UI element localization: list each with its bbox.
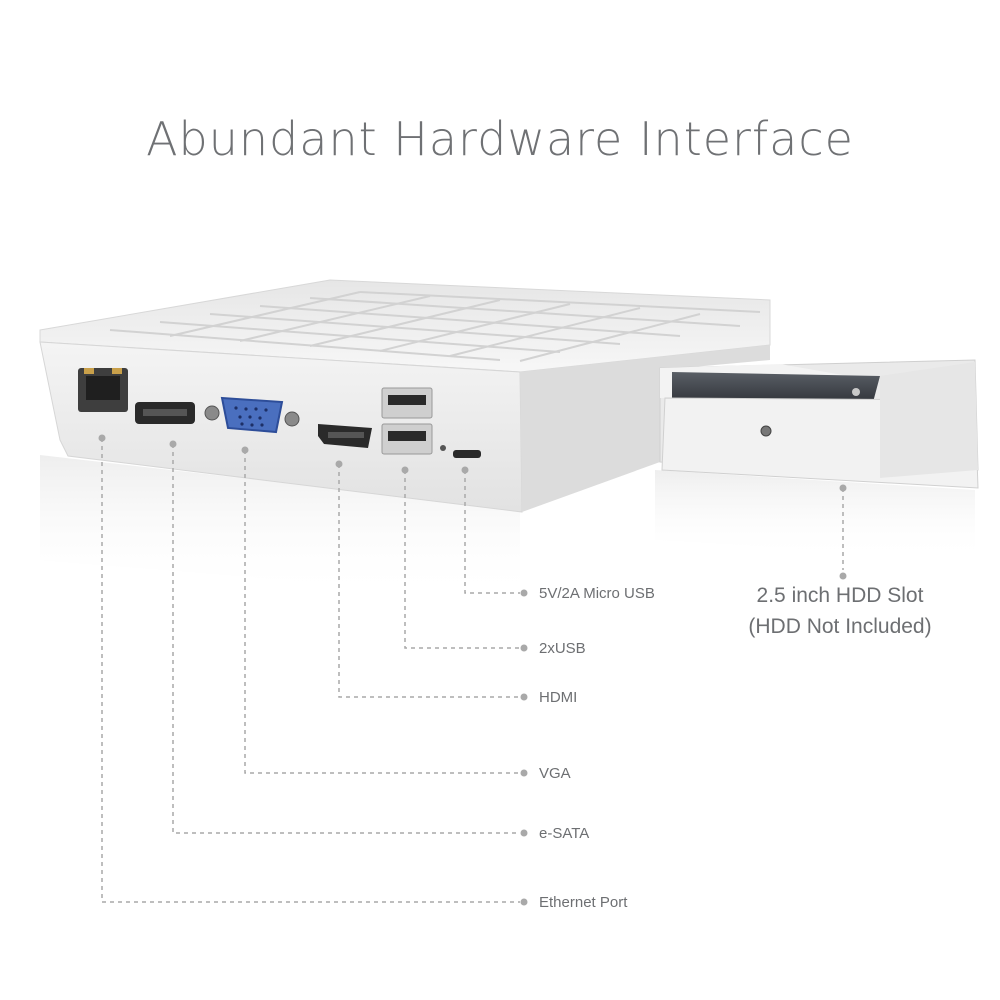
- callout-micro-usb: 5V/2A Micro USB: [539, 585, 655, 602]
- device-reflection: [40, 455, 520, 600]
- device-front: [39, 341, 523, 513]
- ethernet-port: [78, 368, 128, 412]
- leader-esata: [172, 444, 520, 834]
- esata-port: [135, 402, 195, 424]
- page-title: Abundant Hardware Interface: [146, 112, 854, 166]
- drawer-reflection: [655, 470, 975, 560]
- callout-esata: e-SATA: [539, 825, 590, 842]
- callout-usb: 2xUSB: [539, 640, 586, 657]
- callout-hdd-slot: 2.5 inch HDD Slot (HDD Not Included): [720, 580, 960, 642]
- callout-hdmi: HDMI: [539, 689, 578, 706]
- leader-lines: [101, 438, 844, 903]
- hdd-drive: [672, 372, 880, 406]
- micro-usb-port: [440, 445, 481, 458]
- hdd-drawer: [659, 359, 979, 489]
- leader-micro-usb: [464, 470, 520, 594]
- device-side: [520, 345, 770, 512]
- hdd-slot-line2: (HDD Not Included): [748, 615, 932, 638]
- hdmi-port: [318, 424, 372, 448]
- leader-hdmi: [338, 464, 520, 698]
- usb-ports: [381, 387, 433, 455]
- leader-ethernet: [101, 438, 520, 903]
- leader-vga: [244, 450, 520, 774]
- callout-vga: VGA: [539, 765, 571, 782]
- vent-grille: [109, 291, 761, 362]
- hdd-slot-line1: 2.5 inch HDD Slot: [756, 584, 924, 607]
- vga-port: [204, 396, 300, 434]
- leader-dots: [98, 434, 847, 906]
- leader-usb: [404, 470, 520, 649]
- callout-ethernet: Ethernet Port: [539, 894, 628, 911]
